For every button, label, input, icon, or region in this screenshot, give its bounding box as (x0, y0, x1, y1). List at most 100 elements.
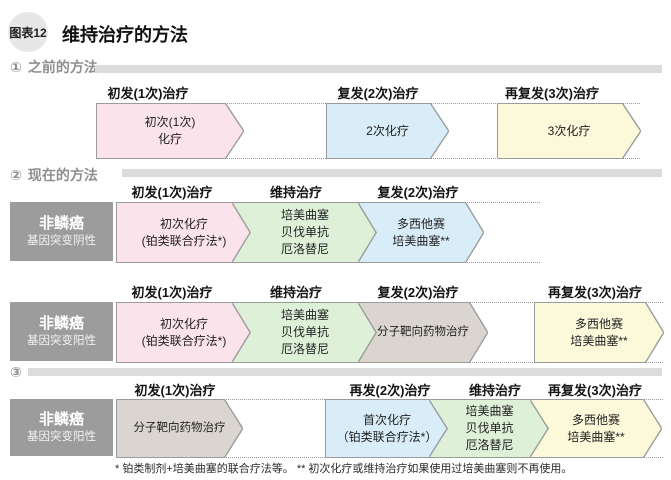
arrow-step: 2次化疗 (327, 104, 448, 158)
arrow-line: 厄洛替尼 (280, 342, 329, 356)
arrow-line: 分子靶向药物治疗 (133, 422, 226, 434)
arrow-line: 厄洛替尼 (280, 242, 329, 256)
arrow-step: 多西他赛 培美曲塞** (535, 303, 663, 362)
column-header: 维持治疗 (269, 285, 323, 300)
column-header: 再发(2次)治疗 (349, 383, 431, 398)
arrow-label: 多西他赛 培美曲塞** (531, 400, 661, 457)
arrow-line: 多西他赛 (574, 316, 623, 331)
arrow-shape (359, 303, 487, 362)
arrow-shape (117, 203, 251, 262)
row-category-label: 非鳞癌 基因突变阳性 (10, 302, 113, 361)
arrow-shape (531, 400, 661, 457)
arrow-line: 2次化疗 (366, 123, 409, 138)
arrow-step: 多西他赛 培美曲塞** (359, 203, 483, 262)
arrow-line: 培美曲塞 (465, 404, 514, 418)
arrow-shape (359, 203, 483, 262)
column-header: 再复发(3次)治疗 (548, 383, 642, 398)
arrow-step: 分子靶向药物治疗 (359, 303, 487, 362)
arrow-shape (233, 303, 377, 362)
section-1-bar (95, 65, 662, 73)
category-name: 非鳞癌 (38, 314, 84, 332)
arrow-step: 分子靶向药物治疗 (117, 400, 242, 457)
section-2-title: 现在的方法 (27, 167, 98, 183)
arrow-line: 初次(1次) (144, 115, 196, 129)
arrow-line: 培美曲塞** (570, 333, 628, 348)
arrow-line: (铂类联合疗法*) (141, 333, 227, 348)
column-header: 初发(1次)治疗 (107, 86, 189, 101)
arrow-label: 首次化疗 （铂类联合疗法*） (326, 400, 448, 457)
arrow-label: 2次化疗 (327, 104, 448, 158)
timeline-track: 初次化疗 (铂类联合疗法*) 培美曲塞 贝伐单抗 厄洛替尼 分子靶向药物治疗 多… (117, 302, 663, 363)
arrow-line: 分子靶向药物治疗 (377, 326, 469, 338)
column-header: 维持治疗 (468, 383, 522, 398)
row-category-label: 非鳞癌 基因突变阴性 (10, 202, 113, 261)
arrow-shape (117, 303, 251, 362)
arrow-label: 多西他赛 培美曲塞** (359, 203, 483, 262)
arrow-step: 培美曲塞 贝伐单抗 厄洛替尼 (430, 400, 549, 457)
arrow-shape (498, 104, 640, 158)
arrow-shape (430, 400, 549, 457)
figure-title: 维持治疗的方法 (62, 25, 188, 45)
arrow-step: 培美曲塞 贝伐单抗 厄洛替尼 (233, 203, 377, 262)
section-1-label: ① 之前的方法 (10, 57, 98, 77)
arrow-step: 初次(1次) 化疗 (97, 104, 243, 158)
arrow-line: (铂类联合疗法*) (141, 233, 227, 248)
arrow-step: 初次化疗 (铂类联合疗法*) (117, 303, 251, 362)
arrow-label: 3次化疗 (498, 104, 640, 158)
arrow-label: 培美曲塞 贝伐单抗 厄洛替尼 (233, 303, 377, 362)
arrow-step: 初次化疗 (铂类联合疗法*) (117, 203, 251, 262)
arrow-line: 多西他赛 (396, 216, 445, 231)
arrow-line: 培美曲塞** (567, 429, 625, 444)
category-name: 非鳞癌 (38, 214, 84, 232)
arrow-step: 3次化疗 (498, 104, 640, 158)
section-3-bar (28, 368, 662, 376)
footnote: * 铂类制剂+培美曲塞的联合疗法等。 ** 初次化疗或维持治疗如果使用过培美曲塞… (115, 463, 573, 475)
arrow-line: 培美曲塞 (280, 208, 329, 222)
arrow-label: 培美曲塞 贝伐单抗 厄洛替尼 (233, 203, 377, 262)
column-header: 复发(2次)治疗 (337, 86, 419, 101)
section-2-number: ② (10, 167, 22, 183)
category-subtype: 基因突变阴性 (27, 234, 96, 247)
arrow-line: 化疗 (157, 132, 182, 146)
column-header: 复发(2次)治疗 (377, 285, 459, 300)
arrow-line: 多西他赛 (571, 412, 620, 427)
timeline-track: 初次(1次) 化疗 2次化疗 3次化疗 (97, 103, 640, 159)
arrow-label: 初次化疗 (铂类联合疗法*) (117, 203, 251, 262)
arrow-shape (327, 104, 448, 158)
arrow-line: 3次化疗 (547, 123, 591, 138)
section-2-label: ② 现在的方法 (10, 165, 98, 185)
arrow-label: 分子靶向药物治疗 (359, 303, 487, 362)
category-subtype: 基因突变阳性 (27, 334, 96, 347)
arrow-shape (117, 400, 242, 457)
row-category-label: 非鳞癌 基因突变阳性 (10, 399, 113, 456)
arrow-step: 培美曲塞 贝伐单抗 厄洛替尼 (233, 303, 377, 362)
arrow-line: 贝伐单抗 (280, 225, 329, 239)
section-1-number: ① (10, 59, 22, 75)
arrow-shape (97, 104, 243, 158)
arrow-label: 初次(1次) 化疗 (97, 104, 243, 158)
column-header: 初发(1次)治疗 (134, 383, 216, 398)
arrow-line: 首次化疗 (362, 412, 411, 427)
column-header: 初发(1次)治疗 (131, 185, 213, 200)
arrow-shape (326, 400, 448, 457)
arrow-label: 培美曲塞 贝伐单抗 厄洛替尼 (430, 400, 549, 457)
column-header: 维持治疗 (269, 185, 323, 200)
column-header: 初发(1次)治疗 (131, 285, 213, 300)
column-header: 再复发(3次)治疗 (505, 86, 599, 101)
timeline-track: 分子靶向药物治疗 首次化疗 （铂类联合疗法*） 培美曲塞 贝伐单抗 厄洛替尼 多… (117, 399, 663, 458)
arrow-line: 贝伐单抗 (280, 325, 329, 339)
arrow-label: 分子靶向药物治疗 (117, 400, 242, 457)
section-1-title: 之前的方法 (27, 59, 98, 75)
arrow-line: 贝伐单抗 (465, 421, 514, 435)
arrow-line: 初次化疗 (159, 316, 208, 331)
figure-badge: 图表12 (8, 12, 48, 52)
arrow-line: 初次化疗 (159, 216, 208, 231)
section-3-label: ③ (10, 364, 28, 381)
arrow-line: 培美曲塞** (392, 233, 450, 248)
category-name: 非鳞癌 (38, 410, 84, 428)
arrow-shape (233, 203, 377, 262)
column-header: 再复发(3次)治疗 (548, 285, 642, 300)
timeline-track: 初次化疗 (铂类联合疗法*) 培美曲塞 贝伐单抗 厄洛替尼 多西他赛 培美曲塞*… (117, 202, 540, 263)
arrow-step: 多西他赛 培美曲塞** (531, 400, 661, 457)
